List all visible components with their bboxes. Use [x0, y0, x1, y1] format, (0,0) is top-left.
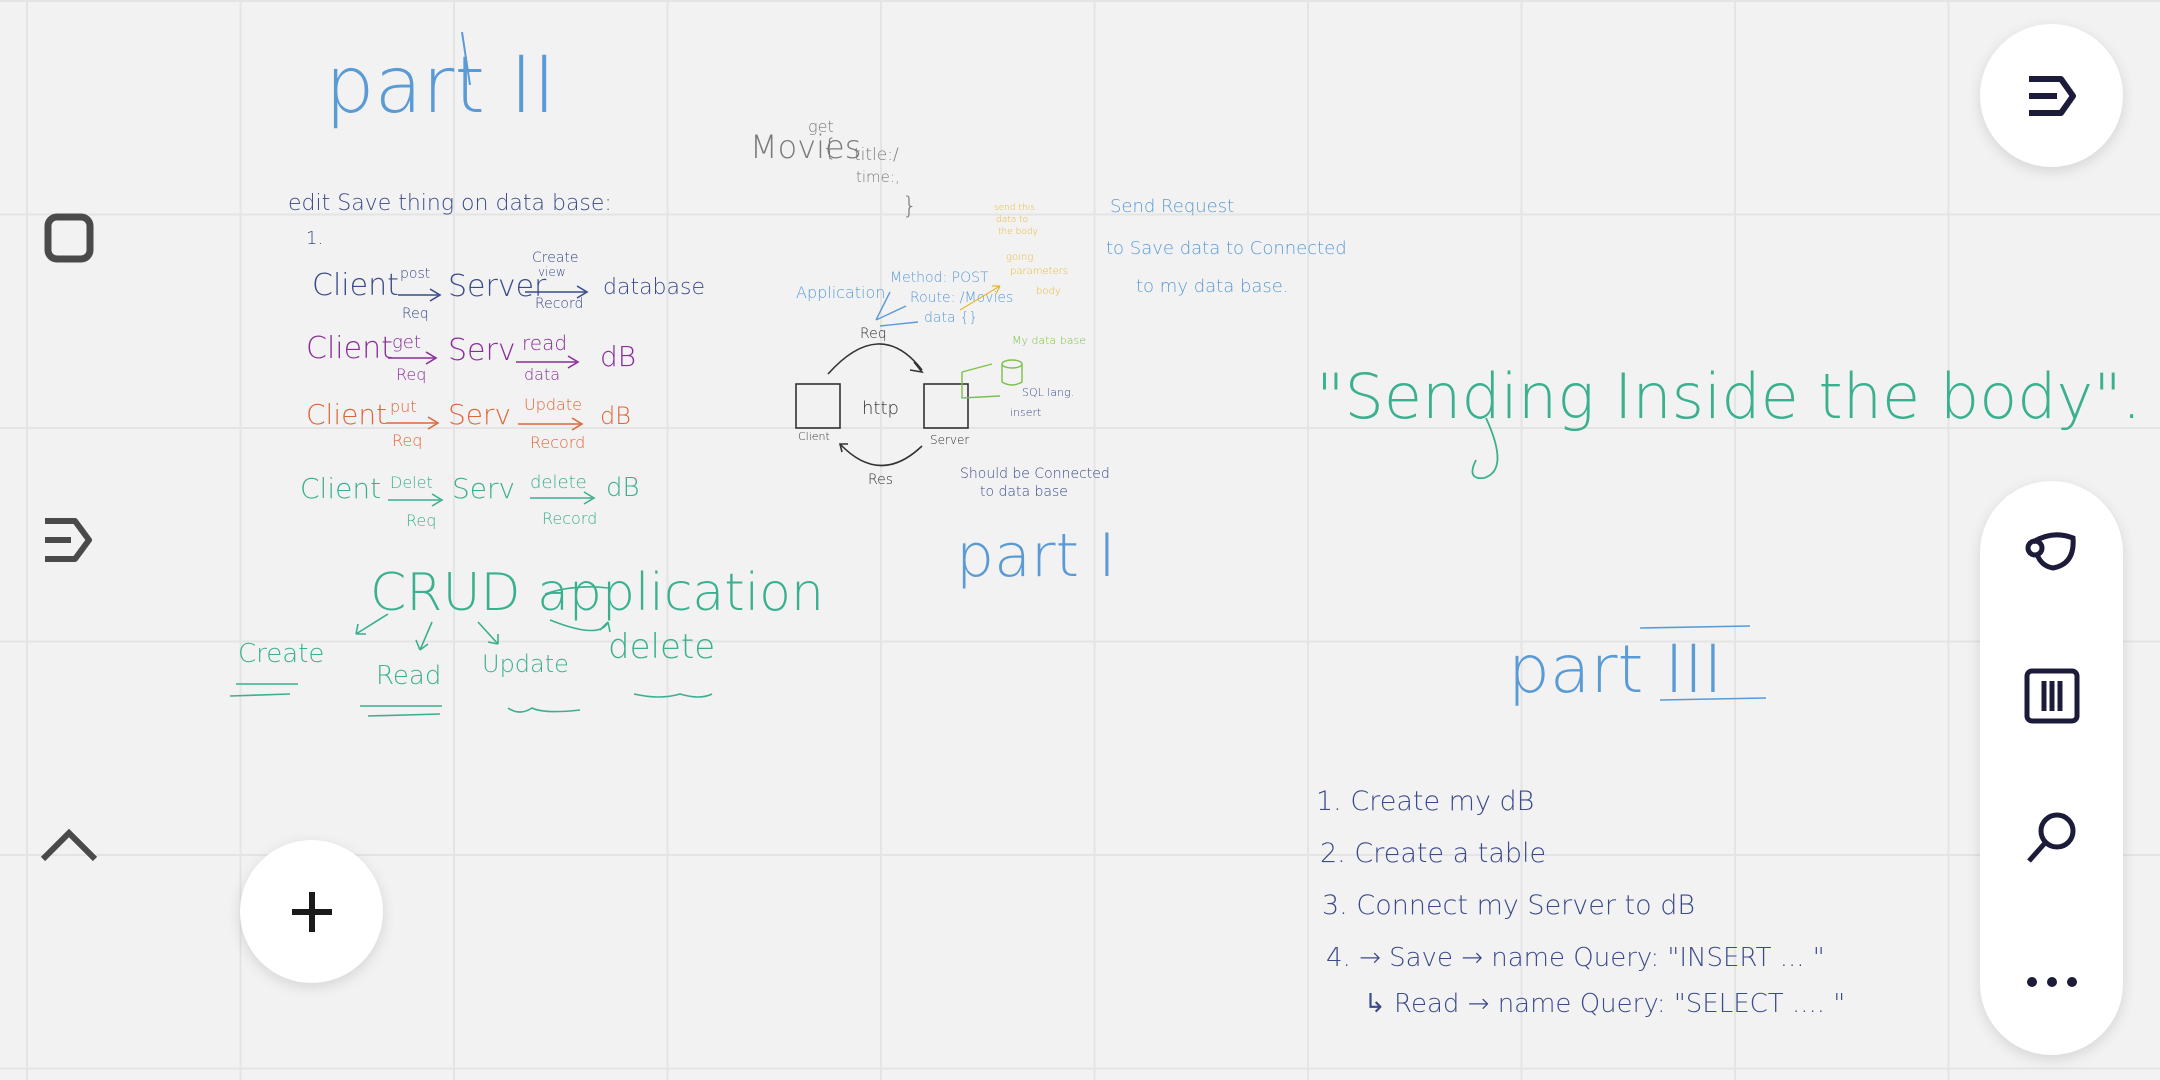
to-my-db-label: to my data base. [1136, 276, 1289, 297]
sql-lang-label: SQL lang. [1022, 386, 1074, 399]
row4-db: dB [606, 473, 640, 503]
yellow-note-4: going [1006, 252, 1033, 263]
http-label: http [862, 398, 899, 419]
row3-req: Req [392, 431, 422, 450]
plus-icon [291, 891, 332, 932]
row3-put: put [390, 397, 417, 416]
sending-inside-quote: "Sending Inside the body". [1316, 360, 2141, 433]
row2-db: dB [600, 340, 636, 373]
row4-delete: delete [530, 472, 587, 493]
collapse-tools-button[interactable] [29, 805, 109, 885]
row2-client: Client [306, 331, 393, 366]
part1-title: part I [956, 521, 1116, 591]
row1-client: Client [312, 268, 399, 303]
row4-record: Record [542, 509, 597, 528]
res-arrow-label: Res [868, 472, 893, 488]
row3-record: Record [530, 433, 585, 452]
row1-req: Req [402, 306, 429, 322]
part3-title: part III [1508, 631, 1723, 708]
panels-icon [2024, 668, 2079, 724]
row1-server: Server [448, 269, 547, 304]
crud-create: Create [238, 639, 324, 669]
yellow-note-1: send this [994, 203, 1035, 213]
more-options-button[interactable] [1980, 932, 2123, 1032]
movies-brace: { [822, 134, 837, 162]
movies-close-brace: } [902, 192, 917, 220]
row2-data: data [524, 365, 560, 384]
right-toolbar [1980, 481, 2123, 1055]
part2-title: part II [325, 41, 556, 131]
step-4-read: ↳ Read → name Query: "SELECT .... " [1364, 989, 1845, 1019]
chevron-up-icon [40, 828, 98, 862]
lasso-tool-button[interactable] [1980, 503, 2123, 603]
row4-delet: Delet [390, 473, 433, 492]
client-box [795, 383, 841, 429]
sidebar-arrow-icon [2028, 75, 2076, 116]
search-icon [2026, 812, 2075, 863]
pen-tool-button[interactable] [29, 500, 109, 580]
server-box [923, 383, 969, 429]
more-dots-icon [2026, 977, 2077, 987]
yellow-note-5: parameters [1010, 266, 1068, 277]
movies-time-field: time:, [856, 168, 900, 186]
step-2: 2. Create a table [1320, 838, 1546, 869]
send-request-label: Send Request [1110, 196, 1234, 217]
row4-req: Req [406, 511, 436, 530]
row2-req: Req [396, 365, 426, 384]
yellow-note-2: data to [996, 215, 1028, 225]
edit-heading: edit Save thing on data base: [288, 191, 612, 216]
pen-stroke-icon [45, 518, 92, 562]
row3-db: dB [600, 402, 631, 430]
crud-update: Update [482, 650, 569, 678]
row2-read: read [522, 331, 567, 355]
row1-post: post [400, 266, 430, 282]
rectangle-tool-button[interactable] [29, 198, 109, 278]
grid-tool-button[interactable] [1980, 646, 2123, 746]
method-label: Method: POST [890, 270, 989, 286]
should-connect-label: Should be Connected [960, 466, 1110, 482]
data-label: data {} [924, 310, 978, 326]
step-4-save: 4. → Save → name Query: "INSERT ... " [1326, 943, 1825, 973]
row3-update: Update [524, 395, 582, 414]
movies-get: get [808, 117, 834, 136]
row2-serv: Serv [448, 333, 516, 368]
save-data-label: to Save data to Connected [1106, 238, 1347, 259]
row1-record: Record [535, 296, 583, 312]
add-button[interactable] [240, 840, 383, 983]
application-label: Application [796, 283, 885, 302]
crud-title: CRUD application [370, 563, 824, 623]
crud-read: Read [376, 661, 441, 691]
square-shape-icon [44, 213, 94, 263]
server-box-label: Server [930, 433, 969, 447]
step-3: 3. Connect my Server to dB [1322, 890, 1695, 921]
client-box-label: Client [798, 430, 830, 443]
row1-view: view [538, 265, 566, 279]
row1-create: Create [532, 250, 579, 266]
req-arrow-label: Req [860, 326, 887, 342]
sidebar-toggle-button[interactable] [1980, 24, 2123, 167]
search-tool-button[interactable] [1980, 788, 2123, 888]
yellow-note-6: body [1036, 286, 1061, 297]
my-database-label: My data base [1012, 334, 1086, 347]
row4-client: Client [300, 472, 381, 505]
row1-database: database [603, 275, 705, 300]
row4-serv: Serv [452, 472, 515, 505]
row3-serv: Serv [448, 398, 511, 431]
step-1: 1. Create my dB [1316, 786, 1534, 817]
movies-label: Movies [750, 128, 861, 166]
movies-title-field: title:/ [854, 145, 899, 165]
crud-delete: delete [608, 627, 715, 667]
to-database-label: to data base [980, 484, 1068, 500]
insert-small-label: insert [1010, 406, 1041, 419]
route-label: Route: /Movies [910, 290, 1013, 306]
item-one: 1. [306, 228, 323, 249]
yellow-note-3: the body [998, 227, 1038, 237]
row3-client: Client [306, 398, 387, 431]
lasso-icon [2025, 532, 2076, 571]
row2-get: get [392, 332, 421, 353]
